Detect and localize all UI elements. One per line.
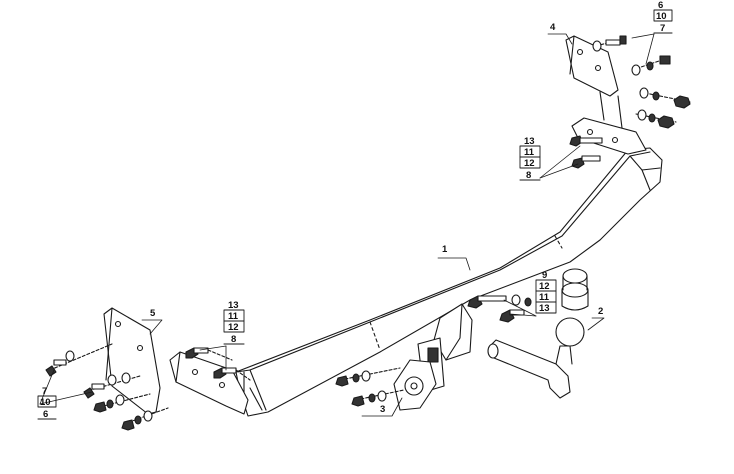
stack-center-right-item: 9 — [542, 270, 547, 281]
part-3-socket-plate — [393, 359, 437, 411]
bolts-left-plate — [45, 343, 169, 431]
stack-bottom-left-item: 6 — [43, 409, 48, 420]
leader-lines — [39, 33, 655, 417]
stack-left-mount-item: 13 — [228, 300, 239, 311]
stack-top-right-item: 7 — [660, 23, 665, 34]
callout-stack-bottom-left: 7 10 6 — [37, 386, 57, 420]
stack-right-mount-item: 8 — [526, 170, 531, 181]
callout-1-label: 1 — [442, 244, 448, 255]
callout-stack-left-mount: 13 11 12 8 — [223, 300, 245, 345]
stack-top-right-item: 10 — [656, 11, 667, 22]
stack-left-mount-item: 8 — [231, 334, 236, 345]
stack-top-right-item: 6 — [658, 0, 663, 11]
main-beam — [235, 147, 663, 417]
stack-left-mount-item: 12 — [228, 322, 239, 333]
part-2-ball-neck — [487, 268, 589, 399]
callout-1: 1 — [442, 244, 448, 255]
stack-center-right-item: 11 — [539, 292, 550, 303]
callout-5: 5 — [150, 308, 156, 319]
callout-3: 3 — [380, 404, 385, 415]
callout-stack-center-right: 9 12 11 13 — [535, 270, 557, 314]
callout-5-label: 5 — [150, 308, 156, 319]
callout-stack-top-right: 6 10 7 — [653, 0, 673, 34]
stack-bottom-left-item: 10 — [40, 397, 51, 408]
stack-right-mount-item: 11 — [524, 147, 535, 158]
part-5-plate — [103, 307, 161, 415]
stack-right-mount-item: 12 — [524, 158, 535, 169]
callout-4: 4 — [550, 22, 556, 33]
bolts-right-mount — [569, 135, 603, 169]
right-bracket — [571, 91, 647, 155]
stack-left-mount-item: 11 — [228, 311, 239, 322]
left-bracket — [169, 351, 249, 415]
callout-3-label: 3 — [380, 404, 385, 415]
callout-2: 2 — [598, 306, 603, 317]
bolts-left-mount — [185, 347, 251, 381]
stack-bottom-left-item: 7 — [42, 386, 47, 397]
callout-4-label: 4 — [550, 22, 556, 33]
stack-center-right-item: 13 — [539, 303, 550, 314]
bolts-upper-right — [592, 35, 691, 129]
callout-2-label: 2 — [598, 306, 603, 317]
stack-right-mount-item: 13 — [524, 136, 535, 147]
stack-center-right-item: 12 — [539, 281, 550, 292]
callout-stack-right-mount: 13 11 12 8 — [519, 136, 541, 181]
bolts-center — [335, 294, 532, 407]
part-4-plate — [565, 35, 619, 97]
